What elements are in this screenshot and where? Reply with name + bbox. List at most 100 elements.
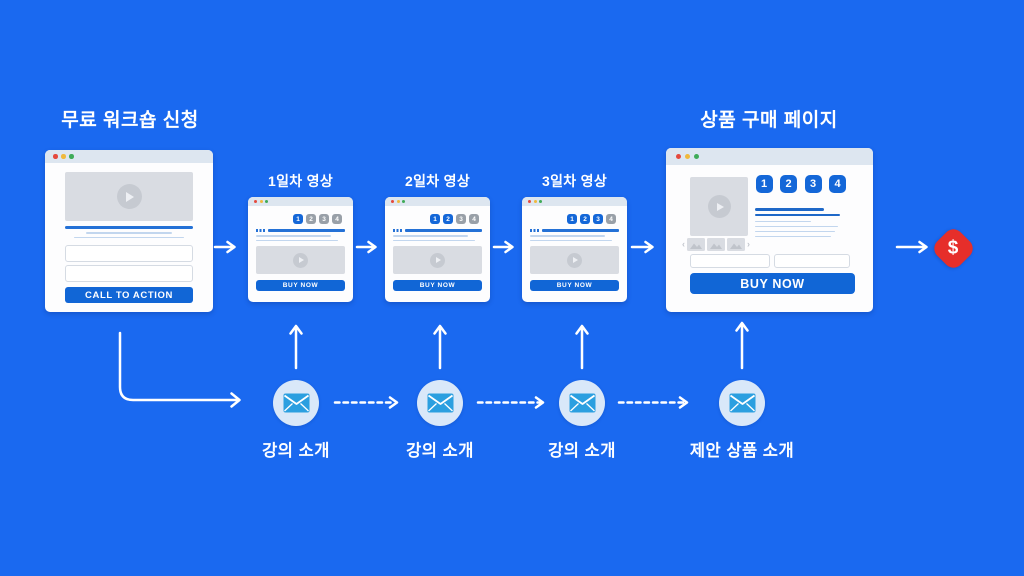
product-video-player[interactable] bbox=[690, 177, 748, 236]
signup-email-input[interactable] bbox=[65, 265, 193, 282]
up-arrow-email2-to-day2 bbox=[433, 324, 447, 370]
module-tab-3[interactable]: 3 bbox=[804, 175, 822, 193]
text-placeholder-line bbox=[530, 239, 612, 242]
envelope-icon bbox=[729, 393, 755, 413]
text-placeholder-line bbox=[755, 225, 838, 228]
lesson-tab-4[interactable]: 4 bbox=[332, 214, 342, 224]
product-stage-title: 상품 구매 페이지 bbox=[700, 110, 838, 131]
day3-video-player[interactable] bbox=[530, 246, 619, 274]
day1-title: 1일차 영상 bbox=[268, 173, 333, 189]
lesson-tab-3[interactable]: 3 bbox=[456, 214, 466, 224]
up-arrow-email1-to-day1 bbox=[289, 324, 303, 370]
day2-lesson-tabs: 1 2 3 4 bbox=[427, 214, 479, 224]
text-placeholder-line bbox=[74, 236, 184, 239]
divider-dashed-line bbox=[256, 229, 345, 232]
flow-arrow-day1-to-day2 bbox=[355, 240, 377, 254]
module-tab-2[interactable]: 2 bbox=[780, 175, 797, 193]
gallery-next-icon[interactable]: › bbox=[747, 239, 750, 249]
thumbnail-image-icon[interactable] bbox=[707, 238, 725, 251]
product-window-titlebar bbox=[666, 148, 873, 165]
day2-window: 1 2 3 4 BUY NOW bbox=[385, 197, 490, 302]
day3-title: 3일차 영상 bbox=[542, 173, 607, 189]
module-tab-1[interactable]: 1 bbox=[755, 175, 773, 193]
zoom-traffic-light-icon[interactable] bbox=[265, 200, 268, 203]
gallery-prev-icon[interactable]: ‹ bbox=[682, 239, 685, 249]
day3-window: 1 2 3 4 BUY NOW bbox=[522, 197, 627, 302]
dollar-icon: $ bbox=[929, 224, 977, 272]
lesson-tab-1[interactable]: 1 bbox=[567, 214, 577, 224]
close-traffic-light-icon[interactable] bbox=[676, 154, 681, 159]
play-icon[interactable] bbox=[707, 195, 731, 218]
text-placeholder-line bbox=[755, 230, 835, 233]
minimize-traffic-light-icon[interactable] bbox=[259, 200, 263, 203]
play-icon[interactable] bbox=[567, 252, 582, 268]
lesson-tab-3[interactable]: 3 bbox=[593, 214, 603, 224]
day2-title: 2일차 영상 bbox=[405, 173, 470, 189]
product-window: ‹ › 1 2 3 4 BUY NOW bbox=[666, 148, 873, 312]
text-placeholder-line bbox=[393, 239, 475, 242]
lesson-tab-2[interactable]: 2 bbox=[443, 214, 453, 224]
day1-buy-now-button[interactable]: BUY NOW bbox=[256, 280, 345, 291]
lesson-tab-1[interactable]: 1 bbox=[293, 214, 303, 224]
text-placeholder-line bbox=[86, 232, 172, 234]
thumbnail-image-icon[interactable] bbox=[687, 238, 705, 251]
thumbnail-image-icon[interactable] bbox=[727, 238, 745, 251]
minimize-traffic-light-icon[interactable] bbox=[61, 154, 66, 159]
text-placeholder-line bbox=[393, 235, 468, 237]
minimize-traffic-light-icon[interactable] bbox=[533, 200, 537, 203]
lesson-tab-4[interactable]: 4 bbox=[606, 214, 616, 224]
minimize-traffic-light-icon[interactable] bbox=[685, 154, 690, 159]
text-placeholder-line bbox=[256, 239, 338, 242]
dashed-arrow-email1-to-email2 bbox=[333, 396, 399, 409]
lesson-tab-2[interactable]: 2 bbox=[306, 214, 316, 224]
envelope-icon bbox=[283, 393, 309, 413]
email-4-circle bbox=[719, 380, 765, 426]
divider-dashed-line bbox=[530, 229, 619, 232]
play-icon[interactable] bbox=[430, 252, 445, 268]
day3-lesson-tabs: 1 2 3 4 bbox=[564, 214, 616, 224]
close-traffic-light-icon[interactable] bbox=[528, 200, 531, 203]
workshop-window: CALL TO ACTION bbox=[45, 150, 213, 312]
headline-placeholder-line bbox=[755, 208, 824, 211]
flow-arrow-product-to-money bbox=[895, 240, 928, 254]
flow-arrow-day2-to-day3 bbox=[492, 240, 514, 254]
checkout-name-input[interactable] bbox=[690, 254, 770, 268]
play-icon[interactable] bbox=[293, 252, 308, 268]
signup-name-input[interactable] bbox=[65, 245, 193, 262]
workshop-video-player[interactable] bbox=[65, 172, 193, 221]
close-traffic-light-icon[interactable] bbox=[391, 200, 394, 203]
lesson-tab-3[interactable]: 3 bbox=[319, 214, 329, 224]
revenue-money-badge: $ bbox=[929, 224, 977, 272]
zoom-traffic-light-icon[interactable] bbox=[539, 200, 542, 203]
minimize-traffic-light-icon[interactable] bbox=[396, 200, 400, 203]
headline-placeholder-line bbox=[65, 226, 193, 229]
day1-window: 1 2 3 4 BUY NOW bbox=[248, 197, 353, 302]
day2-buy-now-button[interactable]: BUY NOW bbox=[393, 280, 482, 291]
close-traffic-light-icon[interactable] bbox=[53, 154, 58, 159]
product-module-tabs: 1 2 3 4 bbox=[748, 175, 846, 193]
product-buy-now-button[interactable]: BUY NOW bbox=[690, 273, 855, 294]
dashed-arrow-email2-to-email3 bbox=[476, 396, 545, 409]
day1-window-titlebar bbox=[248, 197, 353, 206]
zoom-traffic-light-icon[interactable] bbox=[69, 154, 74, 159]
up-arrow-email4-to-product bbox=[735, 321, 749, 370]
call-to-action-button[interactable]: CALL TO ACTION bbox=[65, 287, 193, 303]
lesson-tab-1[interactable]: 1 bbox=[430, 214, 440, 224]
zoom-traffic-light-icon[interactable] bbox=[694, 154, 699, 159]
module-tab-4[interactable]: 4 bbox=[829, 175, 846, 193]
lesson-tab-2[interactable]: 2 bbox=[580, 214, 590, 224]
email-3-circle bbox=[559, 380, 605, 426]
zoom-traffic-light-icon[interactable] bbox=[402, 200, 405, 203]
workshop-window-titlebar bbox=[45, 150, 213, 163]
email-2-label: 강의 소개 bbox=[406, 442, 474, 460]
checkout-email-input[interactable] bbox=[774, 254, 850, 268]
day3-buy-now-button[interactable]: BUY NOW bbox=[530, 280, 619, 291]
lesson-tab-4[interactable]: 4 bbox=[469, 214, 479, 224]
close-traffic-light-icon[interactable] bbox=[254, 200, 257, 203]
email-3-label: 강의 소개 bbox=[548, 442, 616, 460]
day2-video-player[interactable] bbox=[393, 246, 482, 274]
play-icon[interactable] bbox=[116, 184, 142, 209]
day1-video-player[interactable] bbox=[256, 246, 345, 274]
divider-dashed-line bbox=[393, 229, 482, 232]
